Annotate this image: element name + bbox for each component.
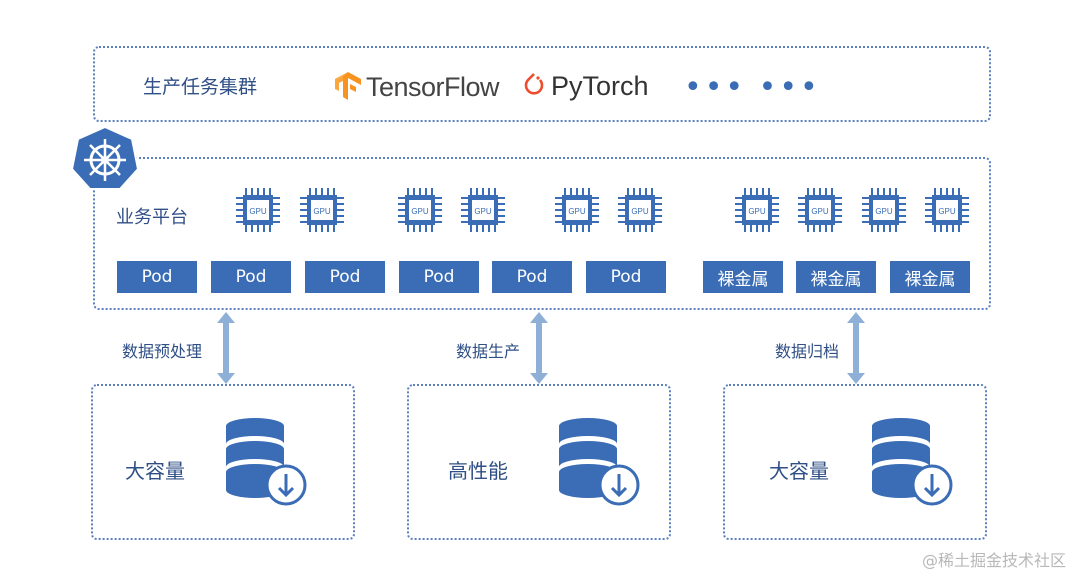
flow-label-archive: 数据归档 [775, 342, 840, 361]
pytorch-label: PyTorch [551, 71, 649, 101]
bare-metal-block: 裸金属 [796, 261, 876, 293]
gpu-chip-icon: GPU [300, 188, 344, 232]
gpu-chip-icon: GPU [398, 188, 442, 232]
database-download-icon [872, 418, 953, 506]
gpu-chip-icon: GPU [618, 188, 662, 232]
production-cluster-title: 生产任务集群 [143, 76, 258, 98]
storage-box [407, 384, 671, 540]
pod-block: Pod [586, 261, 666, 293]
gpu-chip-label: GPU [313, 207, 331, 216]
gpu-chip-label: GPU [474, 207, 492, 216]
tensorflow-logo-icon [335, 72, 361, 100]
kubernetes-helm-icon [70, 125, 140, 190]
pytorch-logo-icon [524, 73, 544, 95]
tensorflow-label: TensorFlow [366, 72, 500, 102]
gpu-chip-icon: GPU [461, 188, 505, 232]
storage-box [723, 384, 987, 540]
pod-block: Pod [305, 261, 385, 293]
gpu-chip-icon: GPU [925, 188, 969, 232]
pod-block: Pod [492, 261, 572, 293]
database-download-icon [559, 418, 640, 506]
gpu-chip-label: GPU [811, 207, 829, 216]
gpu-chip-label: GPU [938, 207, 956, 216]
gpu-chip-icon: GPU [862, 188, 906, 232]
pod-block: Pod [399, 261, 479, 293]
database-download-icon [226, 418, 307, 506]
bidirectional-arrow-icon [847, 312, 865, 384]
flow-label-preprocess: 数据预处理 [122, 342, 203, 361]
bare-metal-block: 裸金属 [703, 261, 783, 293]
storage-label: 高性能 [448, 459, 508, 483]
gpu-chip-icon: GPU [555, 188, 599, 232]
gpu-chip-icon: GPU [798, 188, 842, 232]
pod-block: Pod [117, 261, 197, 293]
watermark: @稀土掘金技术社区 [921, 551, 1066, 570]
storage-label: 大容量 [769, 459, 829, 483]
more-frameworks-ellipsis: ••• ••• [684, 70, 821, 105]
gpu-chip-label: GPU [411, 207, 429, 216]
production-cluster-box [93, 46, 991, 122]
bare-metal-block: 裸金属 [890, 261, 970, 293]
storage-label: 大容量 [125, 459, 185, 483]
gpu-chip-label: GPU [748, 207, 766, 216]
gpu-chip-label: GPU [249, 207, 267, 216]
pod-block: Pod [211, 261, 291, 293]
gpu-chip-label: GPU [631, 207, 649, 216]
gpu-chip-label: GPU [875, 207, 893, 216]
bidirectional-arrow-icon [217, 312, 235, 384]
gpu-chip-label: GPU [568, 207, 586, 216]
flow-label-production: 数据生产 [456, 342, 521, 361]
business-platform-box [93, 157, 991, 310]
storage-box [91, 384, 355, 540]
gpu-chip-icon: GPU [735, 188, 779, 232]
bidirectional-arrow-icon [530, 312, 548, 384]
gpu-chip-icon: GPU [236, 188, 280, 232]
business-platform-title: 业务平台 [116, 207, 188, 228]
